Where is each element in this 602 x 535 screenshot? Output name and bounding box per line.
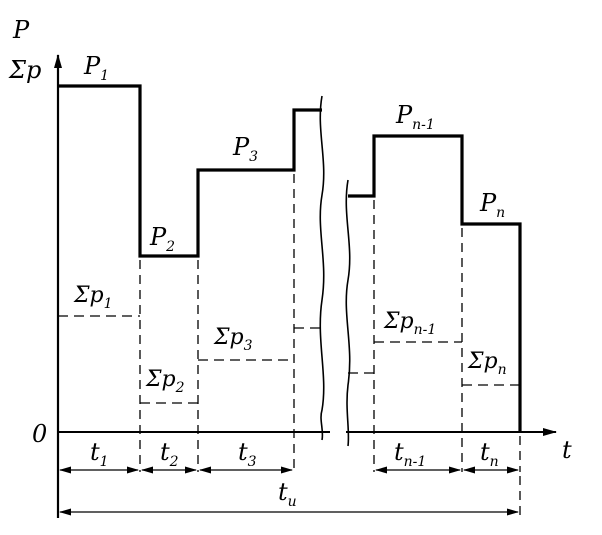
label-t1: t1 xyxy=(90,438,109,470)
y-axis-label-sum-p: Σp xyxy=(8,56,41,84)
label-tn: tn xyxy=(480,438,499,470)
x-axis-label-t: t xyxy=(562,436,572,464)
label-sum-pn-1: Σpn-1 xyxy=(383,309,436,338)
label-t2: t2 xyxy=(160,438,179,470)
origin-label: 0 xyxy=(32,420,47,448)
interval-dimension-arrows xyxy=(59,466,519,516)
label-sum-p2: Σp2 xyxy=(145,367,185,396)
label-p3: P3 xyxy=(232,133,258,165)
label-t3: t3 xyxy=(238,438,257,470)
loss-sum-levels xyxy=(58,315,520,404)
power-step-profile-right xyxy=(348,134,522,432)
label-p1: P1 xyxy=(83,52,109,84)
label-tu: tu xyxy=(278,478,297,510)
label-tn-1: tn-1 xyxy=(394,438,426,470)
label-sum-p1: Σp1 xyxy=(73,283,113,312)
power-step-profile-left xyxy=(58,84,322,258)
label-sum-p3: Σp3 xyxy=(213,325,253,354)
label-p2: P2 xyxy=(149,223,175,255)
axis-break-right xyxy=(345,179,351,447)
label-pn-1: Pn-1 xyxy=(395,101,435,133)
y-axis-label-p: P xyxy=(12,16,30,44)
interval-boundaries xyxy=(57,174,521,516)
axis-break-left xyxy=(319,95,325,441)
label-sum-pn: Σpn xyxy=(467,349,507,378)
label-pn: Pn xyxy=(479,189,505,221)
